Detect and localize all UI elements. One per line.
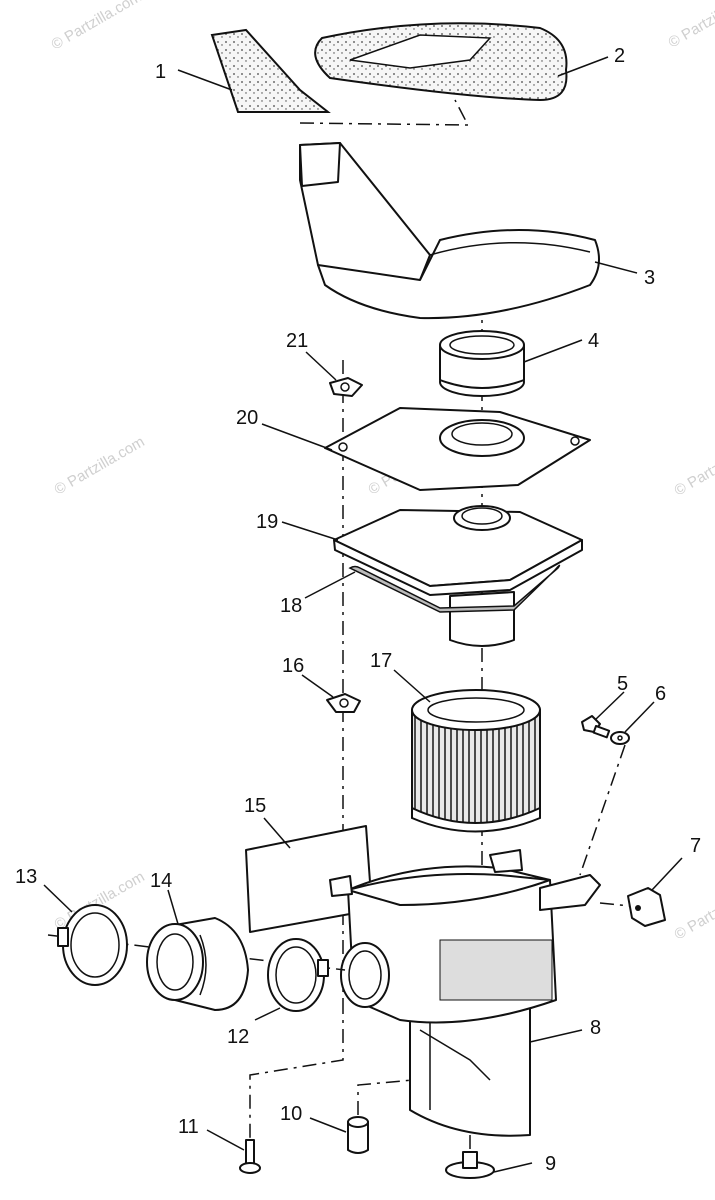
callout-5: 5	[617, 673, 628, 695]
leader-4	[523, 339, 583, 363]
callout-19: 19	[256, 511, 278, 533]
leader-7	[651, 857, 683, 891]
part-1-foam-strip	[210, 28, 331, 113]
part-21-nut	[329, 377, 363, 397]
part-6-washer	[610, 731, 630, 745]
leader-12	[254, 1007, 281, 1021]
callout-3: 3	[644, 267, 655, 289]
leader-14	[167, 889, 179, 925]
callout-17: 17	[370, 650, 392, 672]
callout-18: 18	[280, 595, 302, 617]
leader-18	[304, 571, 356, 599]
spacer-axis	[357, 1079, 414, 1115]
callout-12: 12	[227, 1026, 249, 1048]
part-10-spacer	[347, 1116, 369, 1154]
part-2-foam-pad	[314, 22, 568, 102]
leader-6	[624, 701, 655, 733]
part-12-clamp	[267, 938, 329, 1012]
leader-15	[263, 817, 291, 849]
callout-4: 4	[588, 330, 599, 352]
callout-8: 8	[590, 1017, 601, 1039]
callout-7: 7	[690, 835, 701, 857]
leader-5	[594, 691, 625, 721]
part-3-airbox-cover	[299, 142, 600, 320]
leader-lines	[43, 56, 683, 1173]
callout-20: 20	[236, 407, 258, 429]
watermark-mid-left: © Partzilla.com	[52, 433, 148, 498]
part-9-drain-plug	[445, 1151, 495, 1179]
leader-17	[393, 669, 431, 703]
callout-10: 10	[280, 1103, 302, 1125]
watermark-top-left: © Partzilla.com	[49, 0, 145, 53]
part-4-rubber-boot	[439, 330, 525, 397]
part-11-bolt	[239, 1139, 261, 1174]
leader-21	[305, 351, 337, 381]
watermark-low-right: © Partzilla.com	[672, 878, 715, 943]
watermark-top-right: © Partzilla.com	[666, 0, 715, 51]
callout-14: 14	[150, 870, 172, 892]
bolt-axis-low	[249, 1000, 344, 1150]
leader-9	[493, 1162, 533, 1173]
part-19-airbox-lid	[333, 505, 583, 647]
leader-3	[594, 261, 638, 274]
callout-numbers: 1 2 3 4 5 6 7 8 9 10 11 12 13 14 15 16 1…	[15, 45, 701, 1175]
airbox-outlet	[340, 942, 390, 1008]
screw-axis	[579, 744, 626, 876]
part-16-nut	[326, 693, 361, 713]
leader-13	[43, 884, 73, 913]
part-8-airbox-body	[329, 849, 601, 1137]
callout-6: 6	[655, 683, 666, 705]
leader-16	[301, 674, 334, 698]
leader-19	[281, 521, 339, 541]
callout-21: 21	[286, 330, 308, 352]
callout-9: 9	[545, 1153, 556, 1175]
leader-8	[529, 1029, 583, 1043]
foam-alignment-line	[299, 99, 470, 126]
callout-2: 2	[614, 45, 625, 67]
leader-10	[309, 1117, 347, 1133]
leader-2	[557, 56, 609, 77]
callout-16: 16	[282, 655, 304, 677]
part-20-plate	[324, 407, 591, 491]
part-13-clamp	[57, 904, 128, 986]
part-7-clip	[599, 887, 666, 927]
leader-11	[206, 1129, 245, 1151]
callout-13: 13	[15, 866, 37, 888]
callout-11: 11	[178, 1116, 199, 1138]
part-17-air-filter	[411, 689, 541, 833]
callout-1: 1	[155, 61, 166, 83]
part-14-intake-boot	[146, 917, 249, 1011]
leader-1	[177, 69, 233, 91]
watermark-mid-right: © Partzilla.com	[672, 434, 715, 499]
leader-20	[261, 423, 333, 451]
callout-15: 15	[244, 795, 266, 817]
part-18-gasket	[348, 564, 561, 613]
